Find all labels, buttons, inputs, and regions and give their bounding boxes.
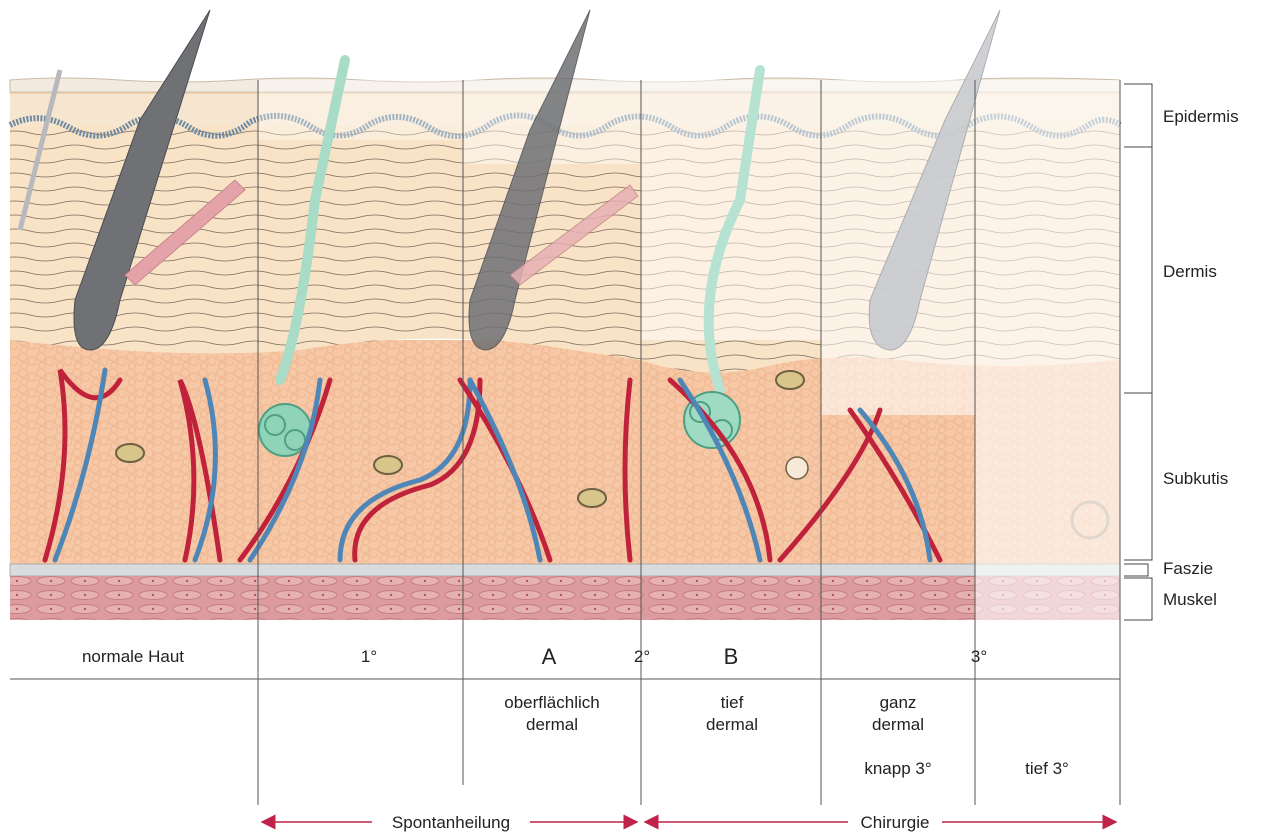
fascia-layer [10, 564, 1120, 576]
degree-2b: B [724, 644, 739, 669]
degree-normal-skin: normale Haut [82, 647, 184, 666]
treatment-surgery: Chirurgie [861, 813, 930, 832]
depth-superficial-line2: dermal [526, 715, 578, 734]
depth-deep-third: tief 3° [1025, 759, 1069, 778]
degree-third: 3° [971, 647, 987, 666]
label-epidermis: Epidermis [1163, 107, 1239, 126]
depth-deep-line2: dermal [706, 715, 758, 734]
skin-cross-section [10, 10, 1120, 620]
degree-second: 2° [634, 647, 650, 666]
label-muskel: Muskel [1163, 590, 1217, 609]
muscle-layer [10, 576, 1120, 620]
layer-brackets [1124, 84, 1152, 620]
degree-first: 1° [361, 647, 377, 666]
treatment-spontaneous: Spontanheilung [392, 813, 510, 832]
depth-deep-line1: tief [721, 693, 744, 712]
depth-near-third: knapp 3° [864, 759, 931, 778]
label-subkutis: Subkutis [1163, 469, 1228, 488]
depth-full-line2: dermal [872, 715, 924, 734]
label-dermis: Dermis [1163, 262, 1217, 281]
label-faszie: Faszie [1163, 559, 1213, 578]
degree-2a: A [542, 644, 557, 669]
depth-superficial-line1: oberflächlich [504, 693, 599, 712]
depth-full-line1: ganz [880, 693, 917, 712]
